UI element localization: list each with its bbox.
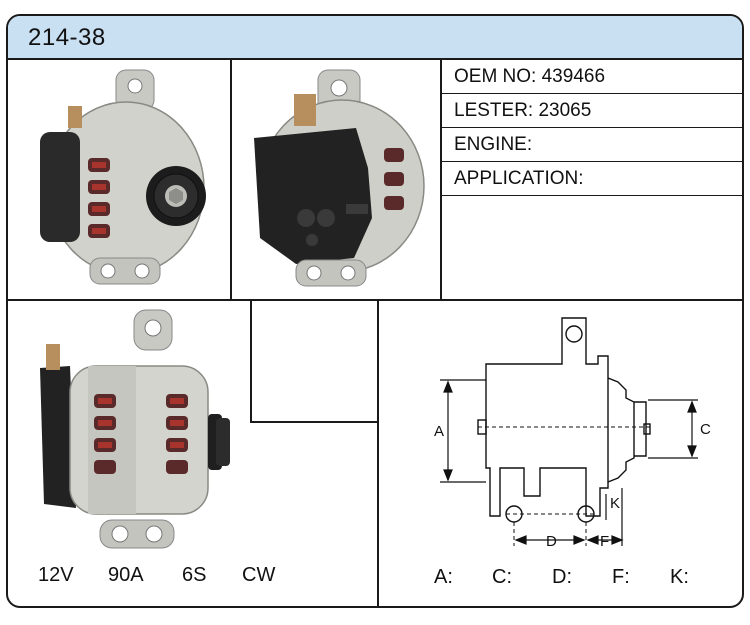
- divider-v-1: [230, 60, 232, 300]
- legend-a: A:: [434, 566, 453, 588]
- dimension-diagram: A C D F K: [434, 317, 711, 548]
- oem-number: OEM NO: 439466: [454, 66, 606, 87]
- pulley-grooves: 6S: [182, 564, 207, 586]
- part-number-title: 214-38: [28, 24, 106, 51]
- dim-label-c: C: [700, 421, 711, 438]
- alternator-side-photo: [40, 309, 230, 549]
- legend-f: F:: [612, 566, 630, 588]
- legend-c: C:: [492, 566, 512, 588]
- spec-row-lester: LESTER: 23065: [442, 94, 742, 128]
- dim-label-f: F: [600, 533, 609, 548]
- spec-row-application: APPLICATION:: [442, 162, 742, 196]
- dim-label-a: A: [434, 423, 444, 440]
- application-label: APPLICATION:: [454, 168, 584, 189]
- divider-h-1: [8, 299, 742, 301]
- rotation: CW: [242, 564, 276, 586]
- divider-v-2: [440, 60, 442, 300]
- legend-d: D:: [552, 566, 572, 588]
- engine-label: ENGINE:: [454, 134, 533, 155]
- voltage: 12V: [38, 564, 74, 586]
- divider-v-4: [377, 299, 379, 606]
- divider-v-3: [250, 299, 252, 423]
- amperage: 90A: [108, 564, 144, 586]
- dim-label-d: D: [546, 533, 557, 548]
- spec-row-oem: OEM NO: 439466: [442, 60, 742, 94]
- dim-label-k: K: [610, 495, 620, 512]
- product-sheet: 214-38 OEM NO: 439466 LESTER: 23065 ENGI…: [6, 14, 744, 608]
- spec-row-engine: ENGINE:: [442, 128, 742, 162]
- lester-number: LESTER: 23065: [454, 100, 592, 121]
- legend-k: K:: [670, 566, 689, 588]
- title-bar: 214-38: [8, 16, 742, 60]
- divider-h-2: [250, 421, 378, 423]
- alternator-front-photo: [40, 69, 206, 285]
- alternator-rear-photo: [254, 69, 425, 287]
